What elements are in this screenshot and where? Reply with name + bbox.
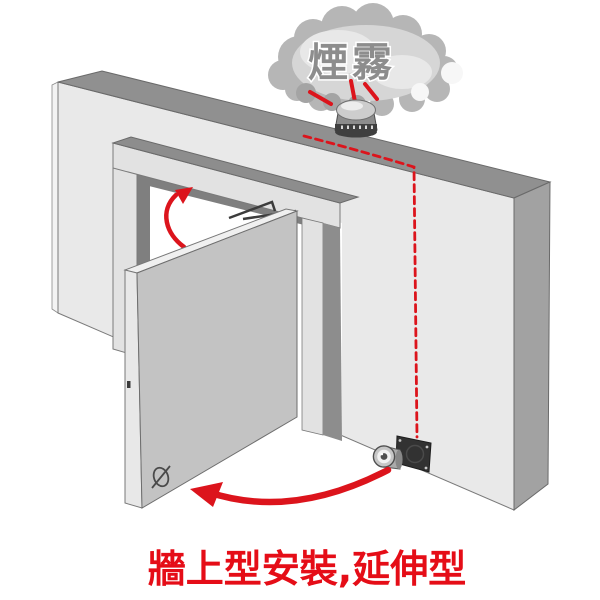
- door-emblem-slash: [151, 465, 171, 489]
- door-swing-arrow-head: [190, 482, 223, 507]
- detection-ray-middle: [349, 79, 357, 104]
- closer-arm-link-a: [228, 200, 277, 220]
- cloud-shadow-puff: [323, 93, 341, 111]
- door-emblem-oval: [152, 466, 170, 488]
- holder-magnet-glint: [380, 452, 384, 456]
- detector-vent-slot: [341, 125, 343, 129]
- cloud-white-puff: [441, 62, 463, 84]
- detection-ray-left: [308, 90, 333, 106]
- cloud-shadow-puff: [296, 83, 316, 103]
- holder-screw: [398, 439, 402, 442]
- door-open-arrow: [164, 187, 193, 250]
- holder-plate-ring: [405, 444, 425, 464]
- door-swing-arrow: [190, 466, 392, 507]
- cloud-highlight: [300, 30, 376, 74]
- cloud-puff: [424, 76, 450, 102]
- wall-left-edge: [51, 81, 59, 314]
- door-open-arrow-shaft: [164, 192, 187, 250]
- detector-dome-highlight: [341, 101, 363, 111]
- wall-mounted-door-holder-icon: [372, 435, 432, 473]
- detector-vent-slot: [353, 125, 355, 129]
- frame-right-jamb: [301, 217, 324, 436]
- cloud-highlight: [372, 55, 432, 89]
- smoke-label: 煙霧: [308, 40, 396, 86]
- detector-vent-slot: [359, 125, 361, 129]
- door-swing-arrow-shaft: [204, 466, 392, 506]
- door-latch: [127, 381, 131, 388]
- smoke-detector-icon: [334, 99, 378, 138]
- detector-vent-slot: [347, 125, 349, 129]
- detector-vent-slot: [371, 125, 373, 129]
- holder-screw: [425, 445, 429, 449]
- holder-barrel-ring: [395, 449, 403, 470]
- cloud-white-puff: [411, 83, 429, 101]
- door-face: [136, 210, 298, 509]
- door-open-arrow-head: [175, 187, 193, 204]
- smoke-detection-rays: [308, 79, 379, 106]
- holder-screw: [424, 466, 428, 470]
- frame-head-top-face: [111, 136, 360, 204]
- frame-right-jamb-side: [323, 223, 342, 441]
- detector-vent-slot: [365, 125, 367, 129]
- wall-right-face: [513, 181, 551, 512]
- open-door: [123, 208, 299, 509]
- signal-dashed-line: [302, 134, 419, 439]
- door-emblem-icon: [151, 465, 171, 489]
- caption: 牆上型安裝,延伸型: [148, 547, 466, 591]
- detection-ray-right: [363, 82, 379, 101]
